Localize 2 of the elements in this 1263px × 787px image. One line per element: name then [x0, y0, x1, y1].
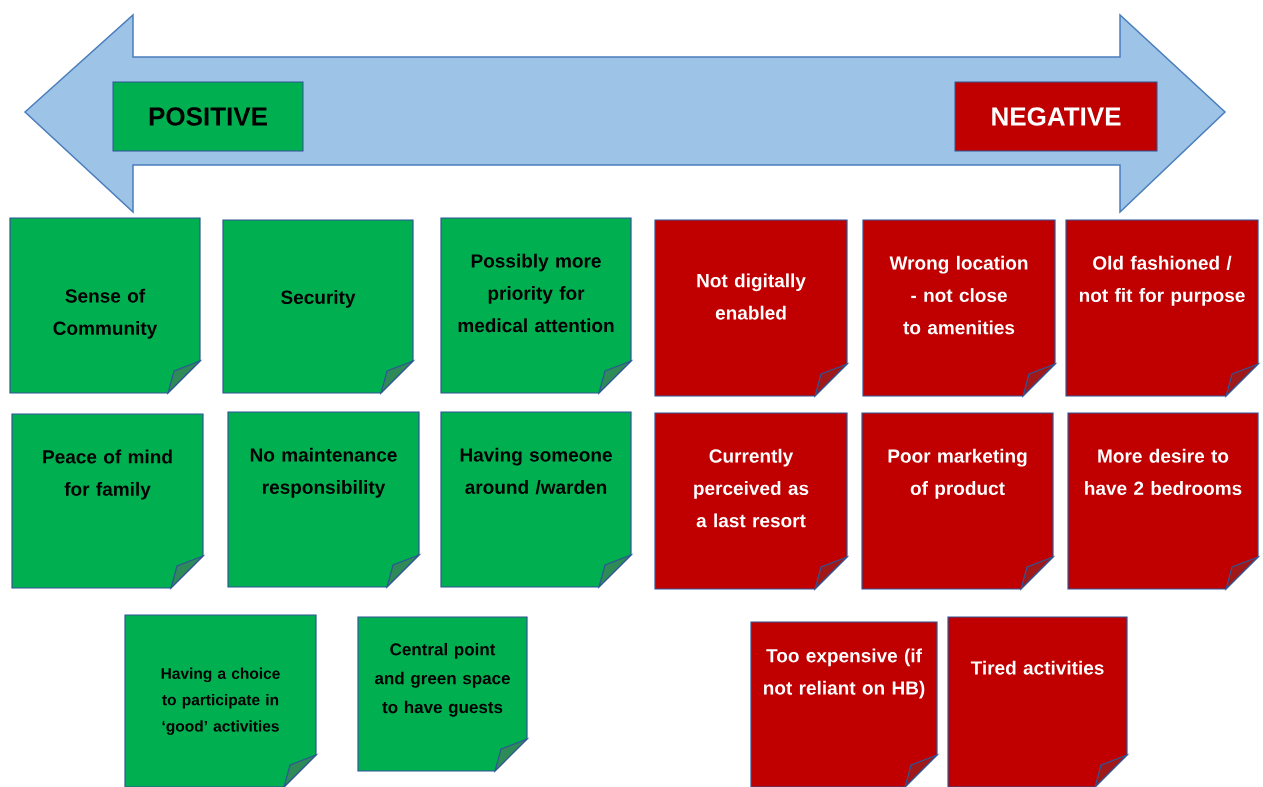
label-box: POSITIVE: [112, 81, 304, 152]
label-box: NEGATIVE: [954, 81, 1158, 152]
